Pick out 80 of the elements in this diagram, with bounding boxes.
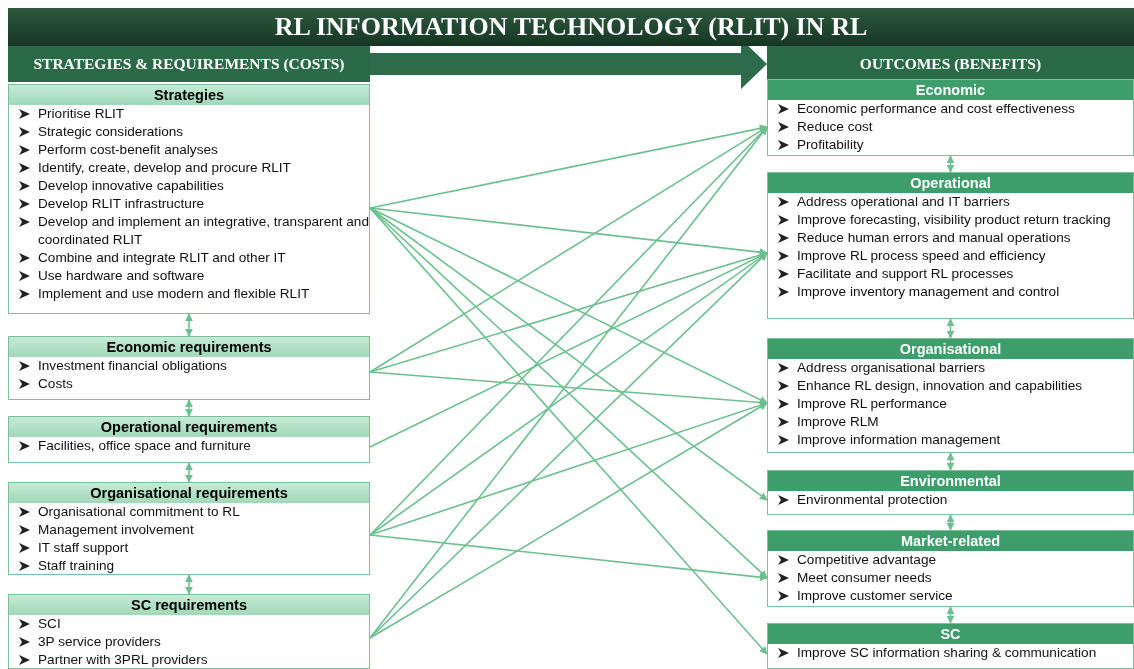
list-item: Partner with 3PRL providers	[38, 651, 208, 669]
section-header-band	[767, 46, 1134, 82]
list-item: 3P service providers	[38, 633, 161, 651]
arrow	[369, 207, 768, 579]
list-item: Improve customer service	[797, 587, 953, 605]
list-item: Staff training	[38, 557, 115, 575]
category-box	[767, 172, 1134, 319]
section-heading: OUTCOMES (BENEFITS)	[859, 55, 1042, 73]
section-heading: STRATEGIES & REQUIREMENTS (COSTS)	[33, 55, 345, 73]
category-heading: Strategies	[9, 85, 369, 105]
category-heading: Economic	[768, 80, 1133, 100]
list-item: Enhance RL design, innovation and capabilities	[797, 377, 1083, 395]
category-heading: SC	[768, 624, 1133, 644]
list-item: Costs	[38, 375, 73, 393]
list-item: Improve RL process speed and efficiency	[797, 247, 1046, 265]
category-box	[8, 482, 370, 575]
list-item: Develop RLIT infrastructure	[38, 195, 204, 213]
list-item: Develop and implement an integrative, transparent and coordinated RLIT	[38, 213, 369, 249]
section-header-band	[8, 46, 370, 82]
list-item: Improve inventory management and control	[797, 283, 1060, 301]
category-heading: Operational requirements	[9, 417, 369, 437]
category-box	[8, 594, 370, 669]
arrow	[185, 462, 193, 483]
category-heading: Economic requirements	[9, 337, 369, 357]
list-item: Improve information management	[797, 431, 1001, 449]
list-item: Improve forecasting, visibility product return tracking	[797, 211, 1111, 229]
list-item: Strategic considerations	[38, 123, 184, 141]
list-item: Combine and integrate RLIT and other IT	[38, 249, 286, 267]
list-item: Facilitate and support RL processes	[797, 265, 1014, 283]
list-item: Implement and use modern and flexible RLIT	[38, 285, 310, 303]
list-item: Environmental protection	[797, 491, 948, 509]
list-item: Meet consumer needs	[797, 569, 932, 587]
list-item: Improve RLM	[797, 413, 879, 431]
category-heading: Organisational	[768, 339, 1133, 359]
arrow	[185, 313, 193, 337]
list-item: Improve RL performance	[797, 395, 947, 413]
title-banner: RL INFORMATION TECHNOLOGY (RLIT) IN RL	[8, 8, 1134, 46]
list-item: Identify, create, develop and procure RLIT	[38, 159, 291, 177]
category-heading: Operational	[768, 173, 1133, 193]
arrow	[369, 126, 768, 373]
category-heading: SC requirements	[9, 595, 369, 615]
list-item: Profitability	[797, 136, 864, 154]
list-item: Develop innovative capabilities	[38, 177, 224, 195]
category-box	[8, 336, 370, 400]
list-item: Reduce human errors and manual operations	[797, 229, 1071, 247]
category-box	[8, 416, 370, 463]
list-item: Address organisational barriers	[797, 359, 986, 377]
category-box	[767, 79, 1134, 156]
list-item: Management involvement	[38, 521, 194, 539]
arrow	[369, 534, 768, 582]
arrow	[369, 402, 768, 639]
category-heading: Organisational requirements	[9, 483, 369, 503]
arrow	[946, 155, 955, 173]
category-box	[767, 338, 1134, 453]
list-item: Use hardware and software	[38, 267, 205, 285]
list-item: Improve SC information sharing & communication	[797, 644, 1097, 662]
category-heading: Market-related	[768, 531, 1133, 551]
category-box	[767, 470, 1134, 515]
arrow	[946, 318, 955, 339]
category-heading: Environmental	[768, 471, 1133, 491]
list-item: Competitive advantage	[797, 551, 937, 569]
arrow	[946, 514, 955, 531]
list-item: Reduce cost	[797, 118, 873, 136]
list-item: IT staff support	[38, 539, 129, 557]
arrow	[185, 574, 193, 595]
category-box	[8, 84, 370, 314]
arrow	[946, 452, 955, 471]
arrow	[369, 126, 768, 536]
category-box	[767, 623, 1134, 669]
arrow	[185, 399, 193, 417]
category-box	[767, 530, 1134, 607]
list-item: Address operational and IT barriers	[797, 193, 1010, 211]
list-item: Perform cost-benefit analyses	[38, 141, 218, 159]
list-item: Organisational commitment to RL	[38, 503, 240, 521]
list-item: Economic performance and cost effectiveness	[797, 100, 1075, 118]
list-item: Facilities, office space and furniture	[38, 437, 251, 455]
list-item: Investment financial obligations	[38, 357, 227, 375]
list-item: Prioritise RLIT	[38, 105, 125, 123]
arrow	[946, 606, 955, 624]
list-item: SCI	[38, 615, 61, 633]
